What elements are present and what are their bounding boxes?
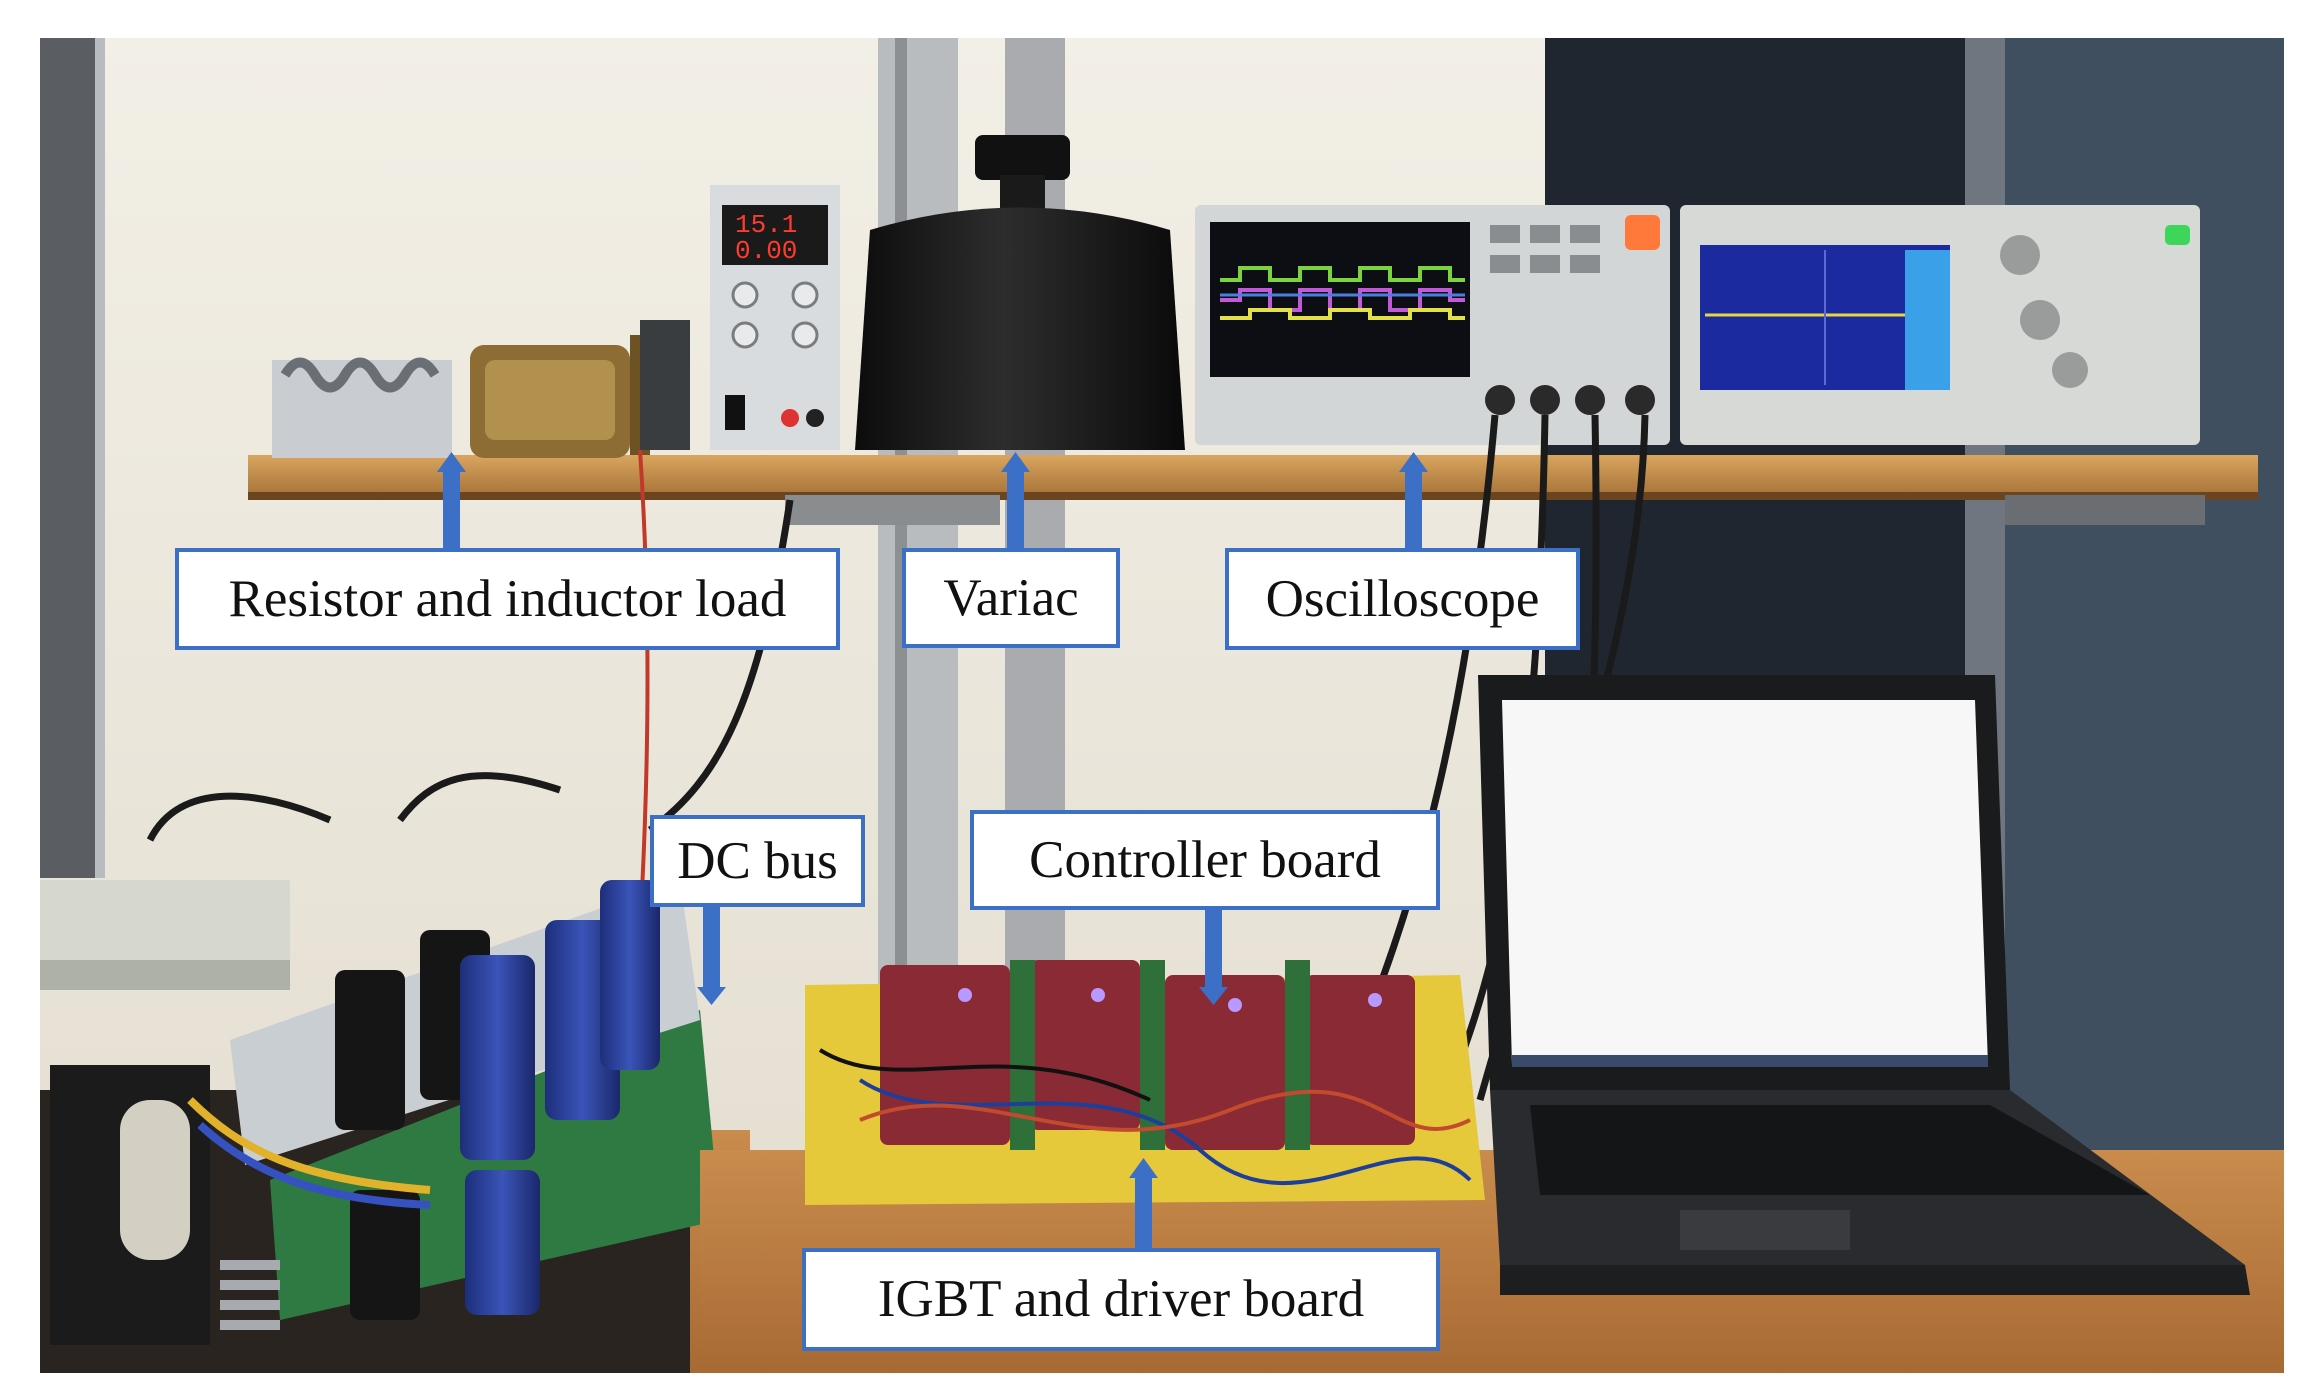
label-variac: Variac: [902, 548, 1120, 648]
label-igbt-driver-board: IGBT and driver board: [802, 1248, 1440, 1351]
label-dc-bus: DC bus: [650, 815, 865, 907]
supply-voltage-readout: 15.1: [735, 210, 797, 240]
label-controller-board: Controller board: [970, 810, 1440, 910]
supply-current-readout: 0.00: [735, 236, 797, 266]
label-resistor-inductor-load: Resistor and inductor load: [175, 548, 840, 650]
label-oscilloscope: Oscilloscope: [1225, 548, 1580, 650]
callout-arrows: [437, 452, 1428, 1250]
